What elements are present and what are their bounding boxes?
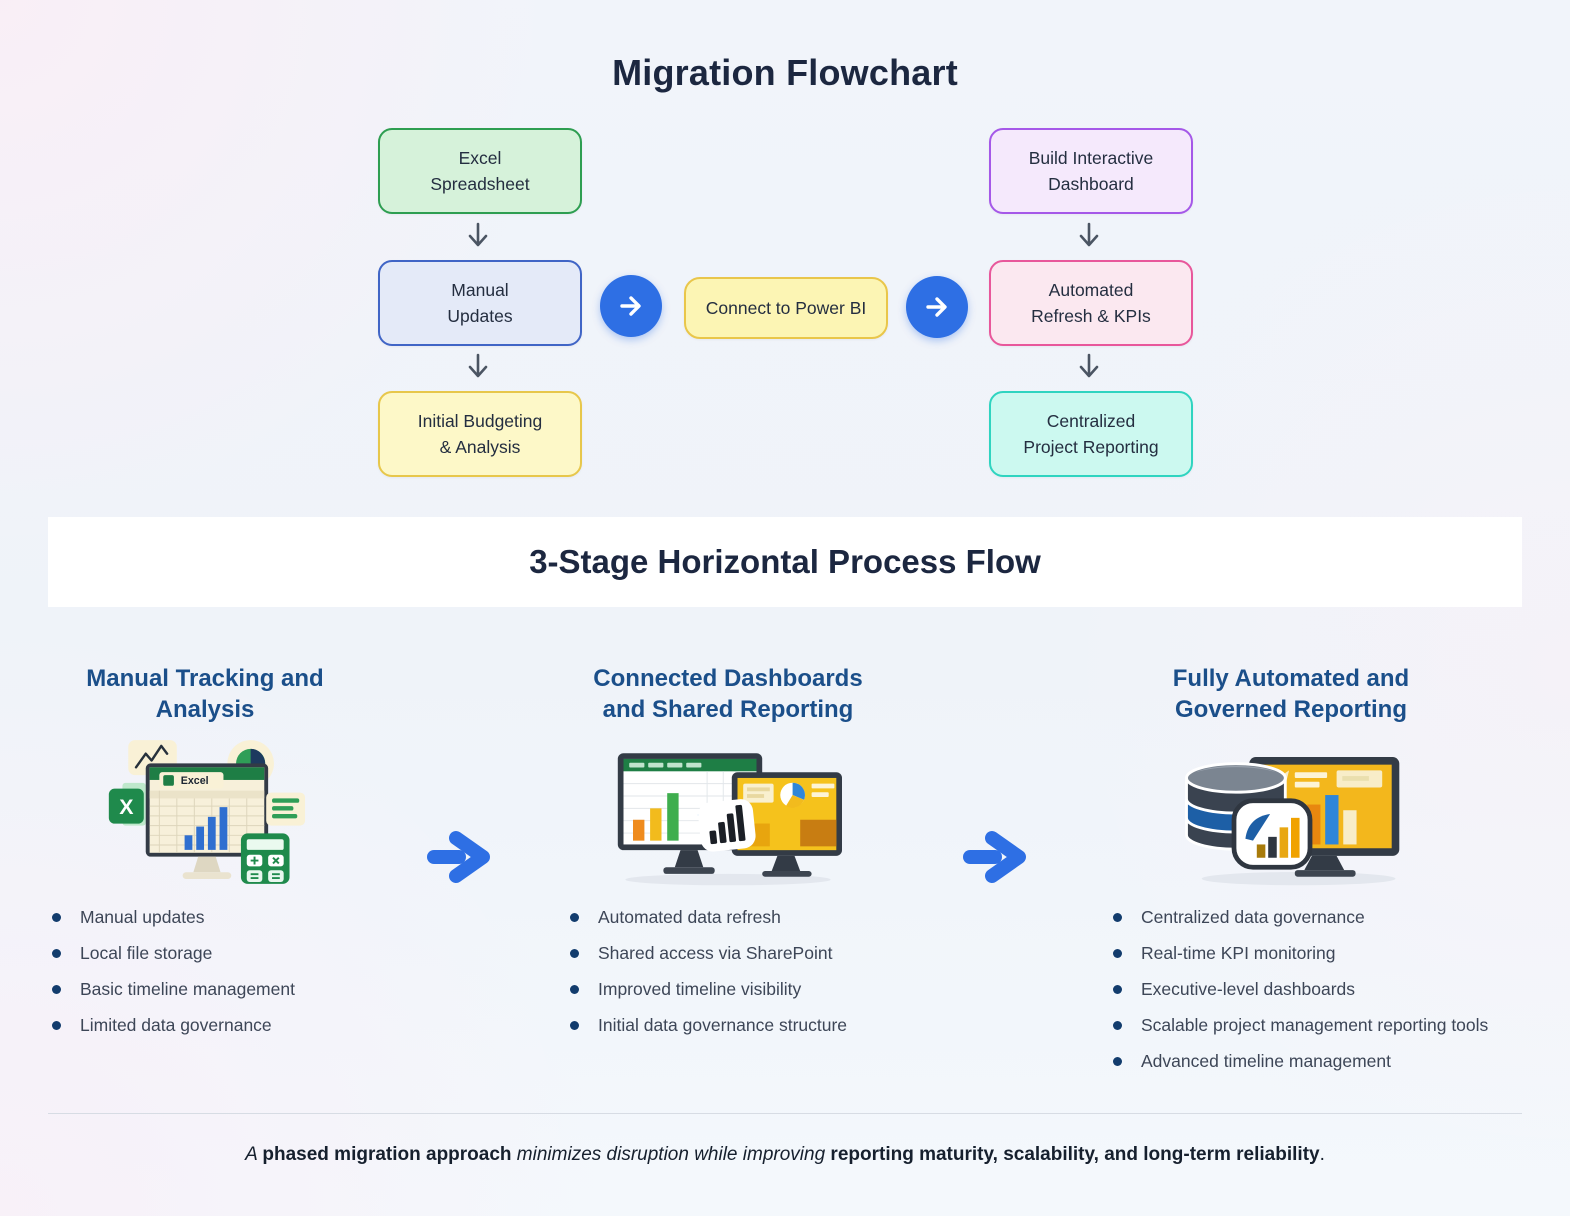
- list-item: Local file storage: [52, 943, 370, 964]
- bullet-text: Automated data refresh: [598, 907, 781, 928]
- flow-node-excel-spreadsheet: Excel Spreadsheet: [378, 128, 582, 214]
- list-item: Improved timeline visibility: [570, 979, 898, 1000]
- bullet-text: Local file storage: [80, 943, 213, 964]
- flow-node-label: Excel Spreadsheet: [430, 147, 530, 194]
- flow-node-manual-updates: Manual Updates: [378, 260, 582, 346]
- footer-segment: A: [245, 1144, 263, 1165]
- bullet-dot: [570, 913, 579, 923]
- footer-segment: phased migration approach: [262, 1144, 512, 1165]
- list-item: Scalable project management reporting to…: [1113, 1015, 1488, 1036]
- list-item: Limited data governance: [52, 1015, 370, 1036]
- stage-arrow-icon: [427, 831, 490, 883]
- list-item: Basic timeline management: [52, 979, 370, 1000]
- bullet-dot: [570, 985, 579, 995]
- flow-node-label: Connect to Power BI: [705, 297, 867, 318]
- list-item: Executive-level dashboards: [1113, 979, 1481, 1000]
- flow-node-label: Initial Budgeting & Analysis: [417, 410, 543, 457]
- right-arrow-circle: [600, 275, 662, 337]
- down-arrow-icon: [468, 222, 488, 247]
- excel-workstation-illustration: Excel: [40, 735, 370, 887]
- list-card-icon: [266, 793, 306, 827]
- pie-chart-icon: [780, 783, 805, 809]
- calculator-icon: [240, 833, 290, 885]
- bullet-dot: [1113, 949, 1122, 959]
- bullet-text: Executive-level dashboards: [1141, 979, 1356, 1000]
- down-arrow-icon: [1079, 353, 1099, 378]
- bullet-text: Limited data governance: [80, 1015, 272, 1036]
- flow-node-build-dashboard: Build Interactive Dashboard: [989, 128, 1193, 214]
- list-item: Shared access via SharePoint: [570, 943, 898, 964]
- stage-bullet-list: Centralized data governance Real-time KP…: [1101, 907, 1488, 1072]
- bullet-text: Shared access via SharePoint: [598, 943, 833, 964]
- excel-logo-icon: X: [108, 789, 144, 825]
- dual-monitors-illustration-svg: [617, 753, 842, 886]
- list-item: Initial data governance structure: [570, 1015, 898, 1036]
- bullet-dot: [52, 985, 61, 995]
- list-item: Centralized data governance: [1113, 907, 1481, 928]
- stage-bullet-list: Automated data refresh Shared access via…: [558, 907, 898, 1036]
- section-title: 3-Stage Horizontal Process Flow: [529, 543, 1041, 580]
- bullet-dot: [1113, 1057, 1122, 1067]
- footer-segment: minimizes disruption while improving: [511, 1144, 831, 1165]
- bullet-dot: [570, 1021, 579, 1031]
- bullet-dot: [52, 949, 61, 959]
- dual-monitors-power-bi-illustration: [558, 735, 898, 887]
- bullet-text: Scalable project management reporting to…: [1141, 1015, 1489, 1036]
- bullet-text: Improved timeline visibility: [598, 979, 802, 1000]
- footer-summary: A phased migration approach minimizes di…: [0, 1144, 1570, 1166]
- bullet-dot: [52, 913, 61, 923]
- bullet-text: Centralized data governance: [1141, 907, 1365, 928]
- footer-segment: reporting maturity, scalability, and lon…: [830, 1144, 1320, 1165]
- flow-node-label: Manual Updates: [447, 279, 513, 326]
- footer-segment: .: [1319, 1144, 1325, 1165]
- down-arrow-icon: [1079, 222, 1099, 247]
- power-bi-logo-icon: [698, 799, 756, 853]
- power-bi-dashboard-monitor: [731, 772, 842, 878]
- flow-node-label: Centralized Project Reporting: [1023, 410, 1159, 457]
- bullet-text: Advanced timeline management: [1141, 1051, 1392, 1072]
- excel-logo-letter: X: [119, 795, 134, 819]
- stage-title: Manual Tracking and Analysis: [86, 665, 324, 723]
- list-item: Advanced timeline management: [1113, 1051, 1481, 1072]
- stage-bullet-list: Manual updates Local file storage Basic …: [40, 907, 370, 1036]
- stage-arrow-icon: [963, 831, 1026, 883]
- down-arrow-icon: [468, 353, 488, 378]
- page-title: Migration Flowchart: [612, 52, 958, 93]
- stage-fully-automated: Fully Automated and Governed Reporting: [1101, 650, 1488, 1087]
- list-item: Manual updates: [52, 907, 370, 928]
- bullet-text: Basic timeline management: [80, 979, 295, 1000]
- flow-node-initial-budgeting: Initial Budgeting & Analysis: [378, 391, 582, 477]
- database-dashboard-illustration-svg: [1185, 757, 1400, 886]
- bullet-dot: [1113, 913, 1122, 923]
- right-arrow-circle: [906, 276, 968, 338]
- right-arrow-icon: [926, 297, 947, 317]
- excel-workstation-illustration-svg: Excel: [108, 740, 306, 885]
- stage-title: Fully Automated and Governed Reporting: [1172, 665, 1410, 723]
- section-title-band: 3-Stage Horizontal Process Flow: [48, 517, 1522, 607]
- bullet-text: Real-time KPI monitoring: [1141, 943, 1336, 964]
- database-dashboard-illustration: [1101, 735, 1481, 887]
- right-arrow-icon: [620, 296, 641, 316]
- list-item: Real-time KPI monitoring: [1113, 943, 1481, 964]
- bullet-dot: [1113, 985, 1122, 995]
- bullet-dot: [1113, 1021, 1122, 1031]
- flow-node-label: Build Interactive Dashboard: [1028, 147, 1154, 194]
- bullet-text: Initial data governance structure: [598, 1015, 848, 1036]
- stage-title: Connected Dashboards and Shared Reportin…: [593, 665, 863, 723]
- excel-monitor: Excel: [145, 763, 269, 880]
- flow-node-centralized-reporting: Centralized Project Reporting: [989, 391, 1193, 477]
- footer-divider: [48, 1113, 1522, 1114]
- bullet-dot: [52, 1021, 61, 1031]
- excel-tab-label: Excel: [181, 775, 209, 787]
- stage-connected-dashboards: Connected Dashboards and Shared Reportin…: [558, 650, 898, 1051]
- flow-node-connect-power-bi: Connect to Power BI: [684, 277, 888, 339]
- analytics-badge-icon: [1231, 798, 1313, 871]
- bar-chart-icon: [184, 807, 228, 851]
- bullet-dot: [570, 949, 579, 959]
- flow-node-label: Automated Refresh & KPIs: [1031, 279, 1151, 326]
- stage-manual-tracking: Manual Tracking and Analysis: [40, 650, 370, 1051]
- flow-node-automated-refresh: Automated Refresh & KPIs: [989, 260, 1193, 346]
- list-item: Automated data refresh: [570, 907, 898, 928]
- bullet-text: Manual updates: [80, 907, 205, 928]
